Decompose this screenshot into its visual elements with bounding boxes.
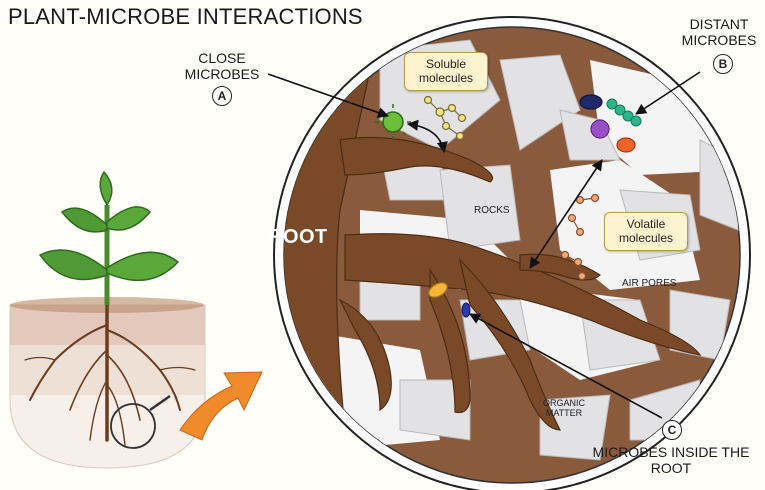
plant-stem-leaves (38, 170, 180, 305)
pointer-arrows (267, 71, 701, 419)
badge-a: A (212, 86, 232, 106)
badge-a-icon: A (212, 86, 232, 106)
badge-b-icon: B (713, 54, 733, 74)
plant-illustration (9, 170, 206, 469)
orange-microbe-icon (616, 137, 636, 153)
rocks-label: ROCKS (474, 205, 510, 216)
microbes (375, 94, 642, 318)
badge-c: C (662, 420, 682, 440)
root-label: ROOT (268, 226, 328, 248)
inside-blue-microbe-icon (461, 302, 471, 318)
magnifier-icon (110, 394, 171, 449)
teal-chain-microbe-icon (606, 98, 642, 127)
purple-microbe-icon (590, 119, 610, 139)
air-pores-label: AIR PORES (622, 278, 677, 289)
diagram-title: PLANT-MICROBE INTERACTIONS (8, 4, 363, 29)
soluble-molecule-icon (423, 95, 467, 141)
inside-microbes-arrow (469, 313, 663, 419)
close-microbes-arrow (267, 73, 390, 118)
distant-microbes-label: DISTANT MICROBES (681, 16, 757, 49)
volatile-molecules-callout: Volatile molecules (604, 212, 688, 251)
plant-roots (24, 303, 196, 446)
badge-c-icon: C (662, 420, 682, 440)
close-microbes-label: CLOSE MICROBES (184, 50, 260, 83)
navy-microbe-icon (579, 94, 603, 110)
soluble-molecules-callout: Soluble molecules (404, 52, 488, 91)
inside-yellow-microbe-icon (428, 282, 448, 298)
zoom-arrow (179, 371, 263, 441)
volatile-exchange-arrow (529, 159, 603, 269)
badge-b: B (713, 54, 733, 74)
organic-matter-label: ORGANIC MATTER (542, 398, 585, 419)
soluble-exchange-arrow (406, 119, 448, 154)
distant-microbes-arrow (635, 71, 701, 115)
inside-microbes-label: MICROBES INSIDE THE ROOT (592, 444, 750, 477)
